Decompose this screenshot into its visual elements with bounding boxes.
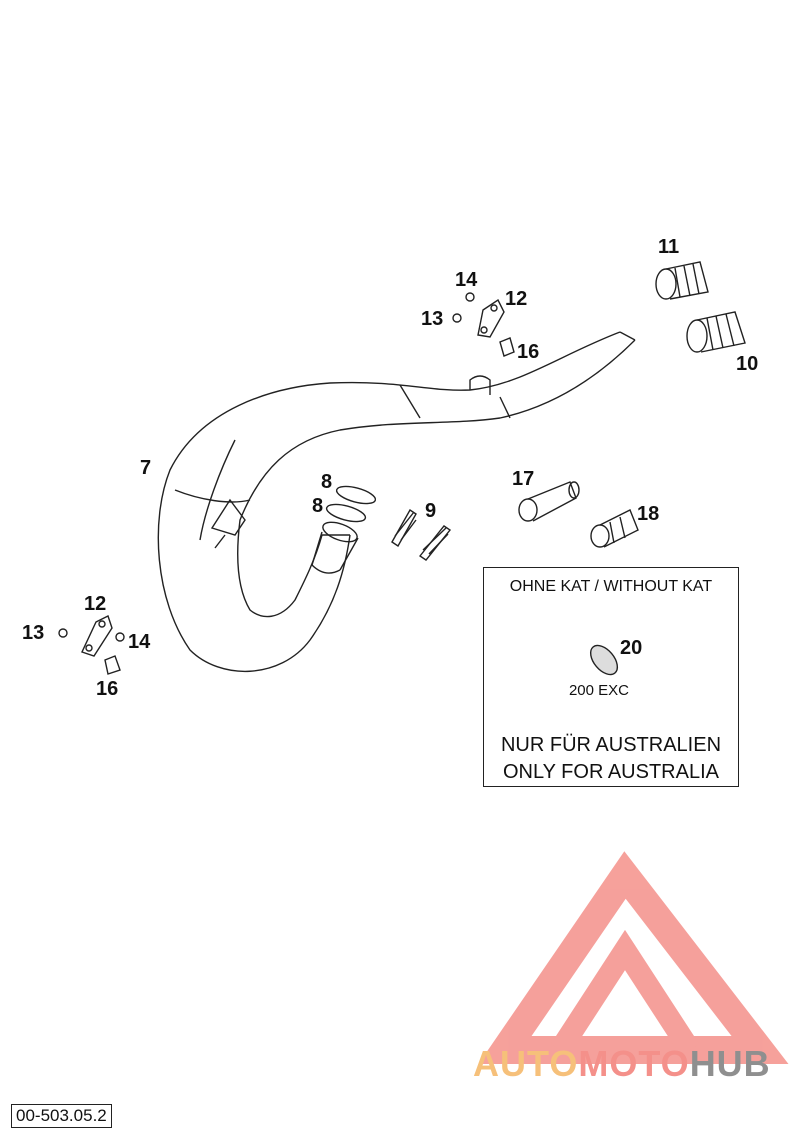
callout-20: 20 [620,637,643,659]
exhaust-pipe [157,331,636,673]
callout-10: 10 [736,353,759,375]
callout-17: 17 [512,468,535,490]
callout-16: 16 [517,341,540,363]
callout-7: 7 [140,457,152,479]
rubber-sleeve-icon [655,261,746,353]
callout-16: 16 [96,678,119,700]
callout-9: 9 [425,500,437,522]
manifold-connector-icon [311,521,359,574]
spring-icon [391,508,452,561]
callout-12: 12 [505,288,528,310]
note-line-2: ONLY FOR AUSTRALIA [503,761,719,783]
callout-18: 18 [637,503,660,525]
callout-14: 14 [455,269,478,291]
sealing-ring-icon [325,485,377,523]
watermark-moto: MOTO [578,1043,690,1084]
watermark-hub: HUB [689,1043,771,1084]
bracket-icon [58,292,515,675]
callout-11: 11 [658,236,680,258]
watermark-logo-icon [478,851,789,1064]
note-header: OHNE KAT / WITHOUT KAT [509,578,713,595]
callout-13: 13 [22,622,45,644]
note-line-1: NUR FÜR AUSTRALIEN [500,734,722,756]
callout-13: 13 [421,308,444,330]
watermark-text: AUTOMOTOHUB [473,1046,771,1082]
callout-8: 8 [321,471,333,493]
drawing-number: 00-503.05.2 [11,1104,112,1128]
watermark-auto: AUTO [473,1043,579,1084]
callout-14: 14 [128,631,151,653]
callout-8: 8 [312,495,324,517]
insert-icon [518,481,639,676]
note-model: 200 EXC [568,682,630,699]
callout-12: 12 [84,593,107,615]
note-box: OHNE KAT / WITHOUT KAT 200 EXC NUR FÜR A… [483,567,739,787]
